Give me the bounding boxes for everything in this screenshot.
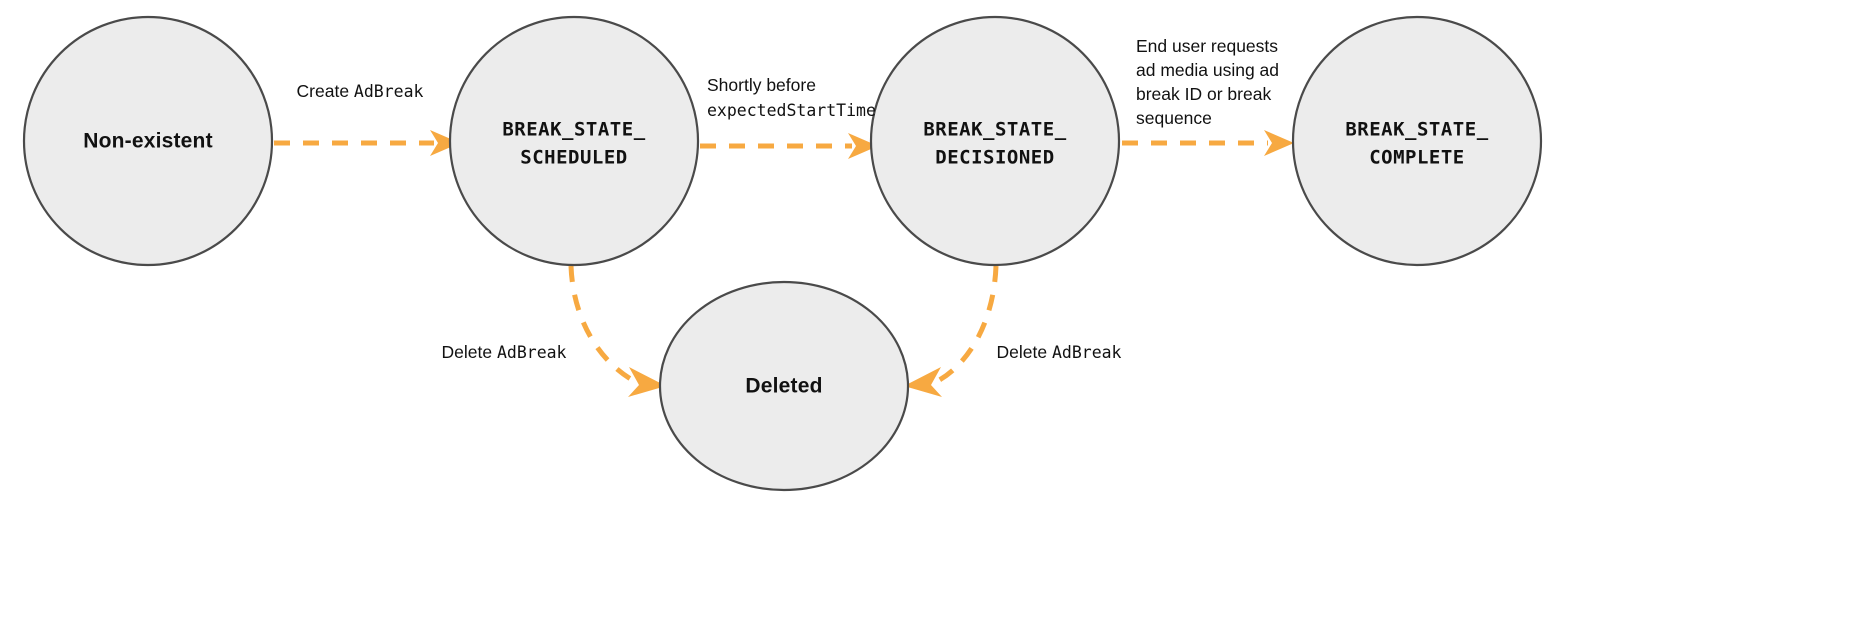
node-non-existent-shape [22, 15, 274, 267]
arrowhead-icon [628, 367, 666, 397]
edge-shortly-before-expected-start-time[interactable] [700, 133, 878, 159]
edge-label-run-mono: AdBreak [354, 82, 424, 101]
edge-label-run-line2: ad media using ad [1136, 60, 1279, 80]
edge-label-end-user-requests: End user requests ad media using ad brea… [1136, 36, 1284, 128]
node-deleted[interactable]: Deleted [658, 280, 910, 492]
edge-delete-from-decisioned-line [930, 265, 999, 387]
edge-end-user-requests-ad-media[interactable] [1122, 130, 1294, 156]
arrowhead-icon [848, 133, 878, 159]
node-break-state-scheduled-label-line2: SCHEDULED [520, 147, 627, 169]
node-break-state-complete-shape [1291, 15, 1543, 267]
arrowhead-icon [1264, 130, 1294, 156]
edge-delete-adbreak-from-decisioned[interactable] [904, 265, 999, 397]
arrowhead-icon [904, 367, 942, 397]
node-break-state-decisioned-shape [869, 15, 1121, 267]
edge-label-run-mono: expectedStartTime [707, 101, 876, 120]
arrowhead-icon [430, 130, 460, 156]
edge-label-run-sans: Create [297, 81, 354, 101]
edge-label-delete-adbreak-from-scheduled: Delete AdBreak [442, 342, 567, 362]
edge-label-run-line1: End user requests [1136, 36, 1278, 56]
edge-delete-from-scheduled-line [568, 265, 640, 386]
edge-create-adbreak[interactable] [274, 130, 460, 156]
node-deleted-label: Deleted [745, 375, 822, 398]
edge-label-delete-adbreak-from-decisioned: Delete AdBreak [997, 342, 1122, 362]
edge-label-run-mono: AdBreak [1052, 343, 1122, 362]
node-break-state-decisioned-label-line2: DECISIONED [935, 147, 1054, 169]
edge-label-shortly-before: Shortly before expectedStartTime [707, 75, 876, 120]
node-break-state-scheduled-label-line1: BREAK_STATE_ [502, 119, 645, 141]
node-non-existent[interactable]: Non-existent [22, 15, 274, 267]
node-break-state-complete-label-line2: COMPLETE [1369, 147, 1465, 169]
edge-label-create-adbreak: Create AdBreak [297, 81, 424, 101]
node-break-state-decisioned[interactable]: BREAK_STATE_ DECISIONED [869, 15, 1121, 267]
node-break-state-complete-label-line1: BREAK_STATE_ [1345, 119, 1488, 141]
edge-label-run-line4: sequence [1136, 108, 1212, 128]
edge-label-run-sans: Shortly before [707, 75, 816, 95]
node-break-state-complete[interactable]: BREAK_STATE_ COMPLETE [1291, 15, 1543, 267]
node-break-state-decisioned-label-line1: BREAK_STATE_ [923, 119, 1066, 141]
node-break-state-scheduled-shape [448, 15, 700, 267]
node-break-state-scheduled[interactable]: BREAK_STATE_ SCHEDULED [448, 15, 700, 267]
edge-label-run-sans: Delete [997, 342, 1052, 362]
edge-delete-adbreak-from-scheduled[interactable] [568, 265, 666, 397]
edge-label-run-line3: break ID or break [1136, 84, 1271, 104]
node-deleted-shape [658, 280, 910, 492]
node-non-existent-label: Non-existent [83, 130, 213, 153]
edge-label-run-sans: Delete [442, 342, 497, 362]
edge-label-run-mono: AdBreak [497, 343, 567, 362]
